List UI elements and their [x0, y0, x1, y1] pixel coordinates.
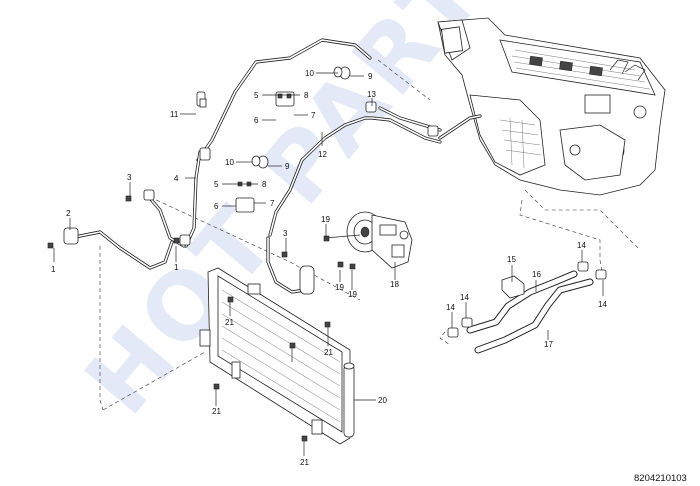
- callout-17: 17: [544, 340, 553, 349]
- callout-20: 20: [378, 396, 387, 405]
- callout-5: 5: [214, 180, 219, 189]
- callout-8: 8: [262, 180, 267, 189]
- callout-4: 4: [174, 174, 179, 183]
- callout-11: 11: [170, 110, 179, 119]
- callout-15: 15: [507, 255, 516, 264]
- callout-9: 9: [368, 72, 373, 81]
- callout-14: 14: [446, 303, 455, 312]
- callout-16: 16: [532, 270, 541, 279]
- callout-19: 19: [335, 283, 344, 292]
- callout-18: 18: [390, 280, 399, 289]
- heater-hoses: [447, 261, 607, 354]
- callout-12: 12: [318, 150, 327, 159]
- callout-10: 10: [225, 158, 234, 167]
- callout-9: 9: [285, 162, 290, 171]
- pipe-fittings: [63, 66, 439, 295]
- callout-6: 6: [214, 202, 219, 211]
- callout-13: 13: [367, 90, 376, 99]
- callout-6: 6: [254, 116, 259, 125]
- callout-19: 19: [348, 290, 357, 299]
- callout-1: 1: [51, 265, 56, 274]
- callout-2: 2: [66, 209, 71, 218]
- diagram-code: 8204210103: [634, 473, 687, 484]
- callout-3: 3: [283, 229, 288, 238]
- callout-labels: 1 1 2 3 3 4 5 5 6 6 7 7 8 8 9 9 10 10 11…: [51, 69, 607, 467]
- callout-7: 7: [311, 111, 316, 120]
- callout-5: 5: [254, 91, 259, 100]
- callout-14: 14: [598, 300, 607, 309]
- callout-21: 21: [212, 407, 221, 416]
- callout-7: 7: [270, 199, 275, 208]
- compressor: [324, 211, 413, 269]
- condenser: [199, 267, 355, 445]
- callout-3: 3: [127, 173, 132, 182]
- callout-21: 21: [225, 318, 234, 327]
- callout-19: 19: [321, 215, 330, 224]
- callout-8: 8: [304, 91, 309, 100]
- callout-14: 14: [577, 241, 586, 250]
- callout-21: 21: [300, 458, 309, 467]
- callout-1: 1: [174, 263, 179, 272]
- hvac-unit: [437, 17, 666, 196]
- callout-10: 10: [305, 69, 314, 78]
- leader-lines: [53, 72, 604, 456]
- callout-21: 21: [324, 348, 333, 357]
- callout-14: 14: [460, 293, 469, 302]
- refrigerant-pipes: [68, 38, 482, 294]
